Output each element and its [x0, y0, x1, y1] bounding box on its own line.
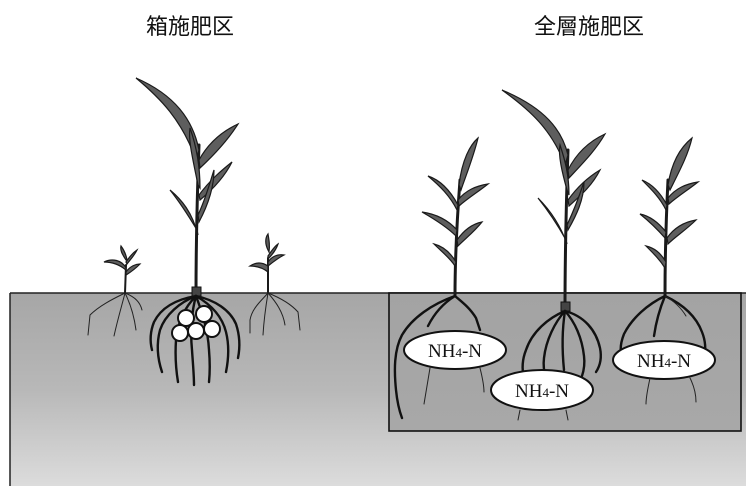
- fertilizer-granule: [195, 305, 213, 323]
- svg-text:NH4-N: NH4-N: [637, 351, 691, 372]
- ammonium-label-center: NH4-N: [490, 369, 594, 411]
- plant-full-layer-3: [619, 136, 707, 360]
- title-full-layer-fertilization: 全層施肥区: [534, 15, 644, 40]
- ammonium-label-left: NH4-N: [403, 330, 507, 370]
- fine-roots-right-area: [423, 367, 697, 421]
- fertilizer-granule: [177, 309, 195, 327]
- small-seedling-left: [87, 244, 143, 337]
- ammonium-label-right: NH4-N: [612, 340, 716, 380]
- title-box-fertilization: 箱施肥区: [146, 15, 234, 40]
- large-plant-box-area: [135, 77, 241, 387]
- fertilizer-granule: [187, 322, 205, 340]
- fertilizer-granule: [171, 324, 189, 342]
- fertilizer-granules: [171, 305, 221, 342]
- svg-text:NH4-N: NH4-N: [515, 381, 569, 402]
- plant-full-layer-1: [393, 136, 491, 420]
- fertilizer-granule: [203, 320, 221, 338]
- svg-text:NH4-N: NH4-N: [428, 341, 482, 362]
- small-seedling-right: [248, 232, 301, 336]
